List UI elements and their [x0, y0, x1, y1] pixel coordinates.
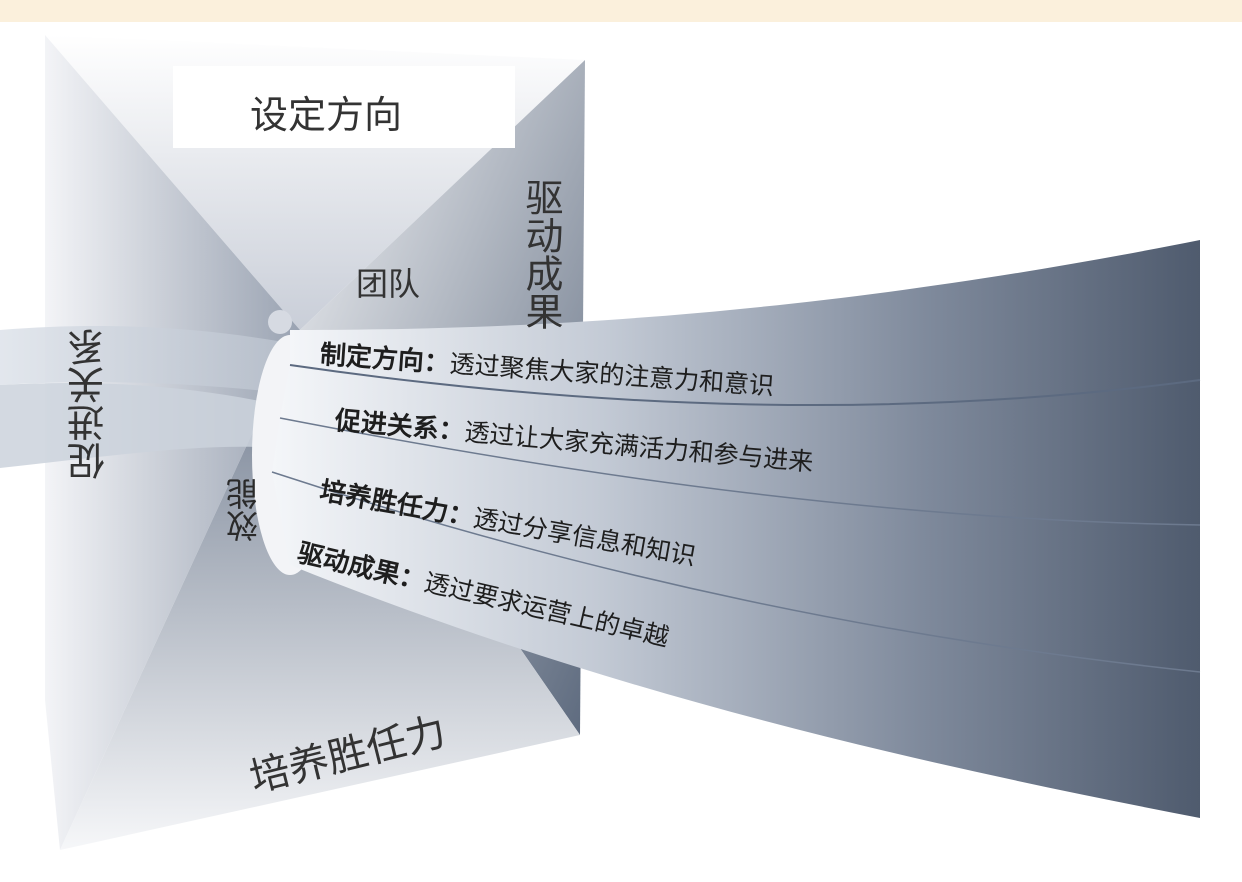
bottom-panel [60, 330, 580, 850]
label-empower: 效能 [225, 478, 263, 542]
title-box [173, 66, 515, 148]
label-team: 团队 [356, 265, 421, 303]
label-foster-relationships-vertical: 促进关系 [67, 328, 111, 480]
label-drive-results-vertical: 驱动成果 [519, 178, 563, 330]
header-bar [0, 0, 1242, 22]
label-set-direction: 设定方向 [250, 93, 403, 137]
